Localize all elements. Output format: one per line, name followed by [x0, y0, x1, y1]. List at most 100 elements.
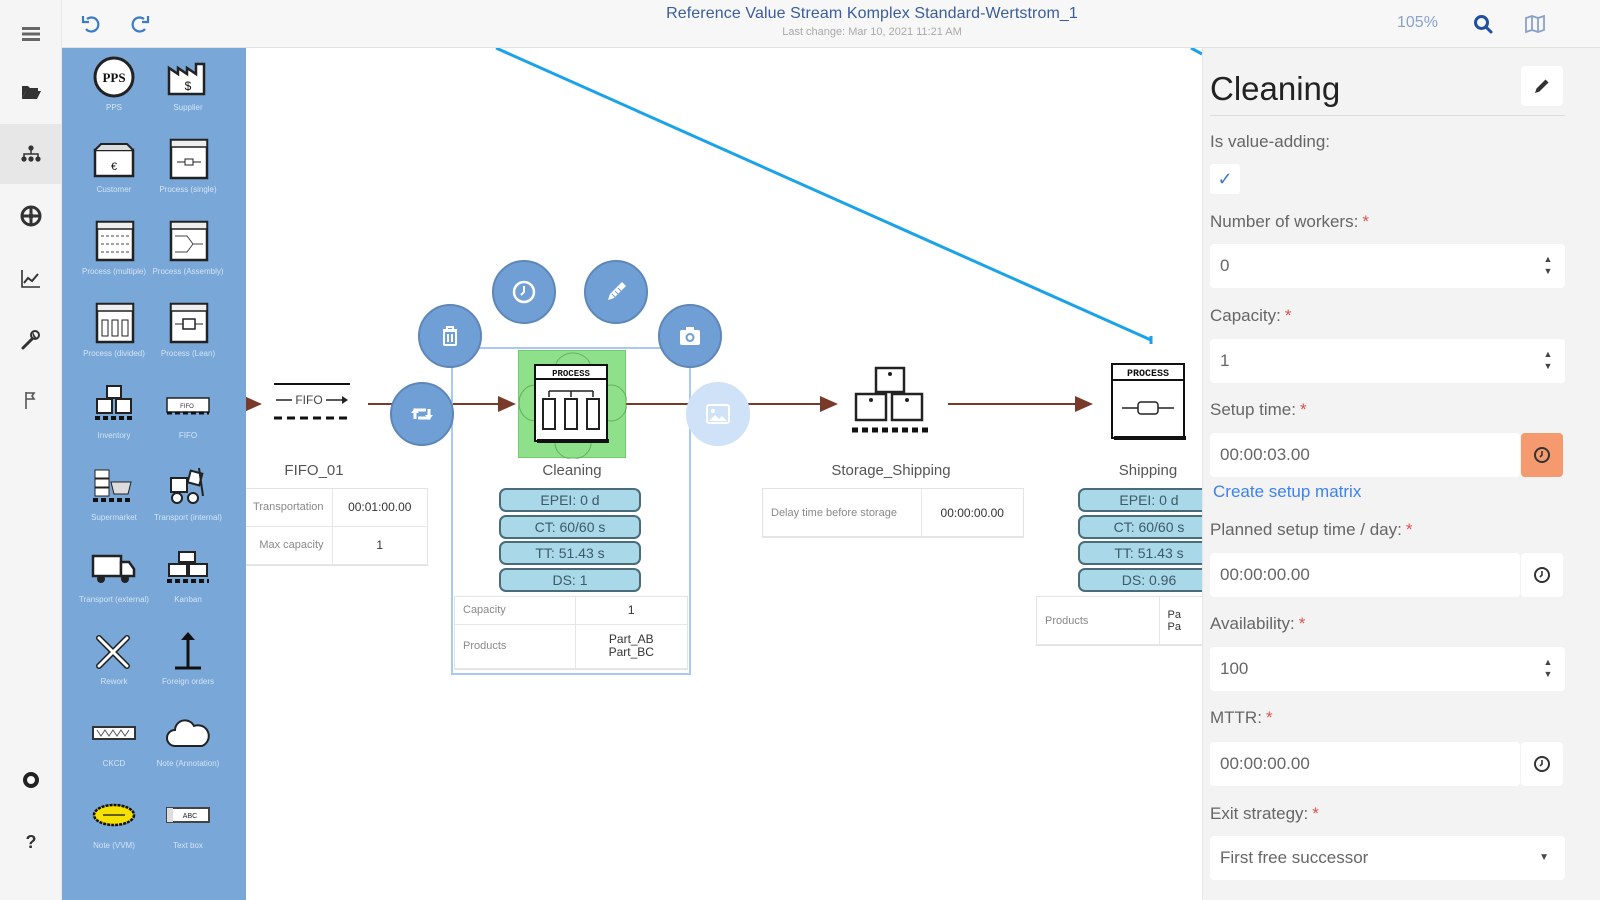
kpi-badge: TT: 51.43 s — [499, 541, 641, 565]
flags-button[interactable] — [0, 370, 62, 430]
required-mark: * — [1312, 804, 1319, 823]
kpi-badge: EPEI: 0 d — [1078, 488, 1202, 512]
screenshot-button[interactable] — [658, 304, 722, 368]
palette-item[interactable]: CKCD — [76, 710, 152, 768]
palette-item-label: Supplier — [173, 103, 203, 112]
question-icon: ? — [25, 831, 37, 852]
mttr-picker-button[interactable] — [1521, 742, 1563, 786]
setup-time-label: Setup time:* — [1210, 400, 1307, 420]
palette-item-label: Customer — [96, 185, 132, 194]
info-flow-line[interactable] — [495, 48, 1152, 342]
analysis-button[interactable] — [0, 248, 62, 308]
simulation-button[interactable] — [0, 186, 62, 246]
chevron-down-icon: ▼ — [1539, 852, 1549, 863]
required-mark: * — [1284, 306, 1292, 325]
trash-icon — [443, 326, 457, 346]
setup-time-picker-button[interactable] — [1521, 433, 1563, 477]
gear-icon — [23, 772, 39, 788]
required-mark: * — [1298, 614, 1306, 633]
planned-setup-input[interactable]: 00:00:00.00 — [1210, 553, 1520, 597]
capacity-spinner[interactable]: ▲▼ — [1543, 349, 1553, 371]
process-divided-icon — [89, 300, 139, 346]
edit-node-button[interactable] — [584, 260, 648, 324]
timer-button[interactable] — [492, 260, 556, 324]
required-mark: * — [1362, 212, 1369, 231]
clock-icon — [1534, 756, 1550, 772]
palette-item[interactable]: Foreign orders — [150, 628, 226, 686]
wrench-icon — [21, 330, 40, 350]
palette-item-label: FIFO — [178, 431, 198, 440]
palette-item-label: Process (single) — [159, 185, 217, 194]
palette-item[interactable]: Process (Assembly) — [150, 218, 226, 276]
info-flow-line-2[interactable] — [1190, 48, 1202, 56]
storage-node[interactable] — [848, 364, 932, 442]
palette-item[interactable]: Supermarket — [76, 464, 152, 522]
shipping-node[interactable]: PROCESS — [1108, 360, 1188, 442]
palette-item[interactable]: Process (single) — [150, 136, 226, 194]
fifo-node[interactable]: FIFO — [270, 378, 352, 422]
palette-item[interactable]: Transport (external) — [76, 546, 152, 604]
exit-strategy-select[interactable]: First free successor ▼ — [1210, 836, 1565, 880]
kpi-badge: CT: 60/60 s — [499, 514, 641, 539]
open-file-button[interactable] — [0, 62, 62, 122]
capacity-value: 1 — [1220, 351, 1230, 370]
redo-button[interactable] — [125, 10, 155, 38]
capacity-input[interactable]: 1 ▲▼ — [1210, 339, 1565, 383]
inventory-icon — [852, 366, 928, 433]
palette-item[interactable]: Inventory — [76, 382, 152, 440]
menu-button[interactable] — [0, 4, 62, 64]
replace-node-button[interactable] — [390, 382, 454, 446]
value-adding-checkbox[interactable]: ✓ — [1210, 164, 1240, 194]
palette-item[interactable]: Process (Lean) — [150, 300, 226, 358]
planned-setup-picker-button[interactable] — [1521, 553, 1563, 597]
workers-label-text: Number of workers: — [1210, 212, 1359, 231]
cloud-icon — [163, 710, 213, 756]
process-lean-icon — [163, 300, 213, 346]
mttr-input[interactable]: 00:00:00.00 — [1210, 742, 1520, 786]
availability-input[interactable]: 100 ▲▼ — [1210, 647, 1565, 691]
palette-item[interactable]: Kanban — [150, 546, 226, 604]
clock-icon — [512, 280, 536, 304]
panel-title: Cleaning — [1210, 70, 1341, 107]
cleaning-node-selected[interactable]: PROCESS — [518, 350, 628, 460]
palette-item[interactable]: $Supplier — [150, 54, 226, 112]
inventory-icon — [89, 382, 139, 428]
edit-title-button[interactable] — [1521, 66, 1563, 106]
setup-time-input[interactable]: 00:00:03.00 — [1210, 433, 1520, 477]
tools-button[interactable] — [0, 310, 62, 370]
palette-item[interactable]: Note (VVM) — [76, 792, 152, 850]
help-button[interactable]: ? — [0, 812, 62, 872]
image-icon — [706, 404, 730, 424]
model-button[interactable] — [0, 124, 62, 184]
setup-time-label-text: Setup time: — [1210, 400, 1296, 419]
image-button[interactable] — [686, 382, 750, 446]
zoom-level[interactable]: 105% — [1397, 14, 1438, 31]
workers-input[interactable]: 0 ▲▼ — [1210, 244, 1565, 288]
create-setup-matrix-link[interactable]: Create setup matrix — [1213, 482, 1362, 501]
svg-text:PROCESS: PROCESS — [1127, 369, 1169, 380]
palette-item[interactable]: Process (divided) — [76, 300, 152, 358]
undo-button[interactable] — [76, 10, 106, 38]
palette-item-label: CKCD — [102, 759, 126, 768]
palette-item-label: Note (Annotation) — [156, 759, 220, 768]
palette-item[interactable]: Rework — [76, 628, 152, 686]
search-button[interactable] — [1468, 10, 1498, 38]
selection-frame — [451, 347, 691, 675]
palette-item[interactable]: Note (Annotation) — [150, 710, 226, 768]
panel-divider — [1210, 115, 1565, 116]
palette-item-label: Process (Lean) — [160, 349, 216, 358]
map-button[interactable] — [1520, 10, 1550, 38]
pencil-icon — [1535, 79, 1549, 93]
delete-node-button[interactable] — [418, 304, 482, 368]
cleaning-row-value: Part_AB Part_BC — [574, 624, 687, 670]
palette-item[interactable]: €Customer — [76, 136, 152, 194]
palette-item[interactable]: Transport (internal) — [150, 464, 226, 522]
workers-spinner[interactable]: ▲▼ — [1543, 254, 1553, 276]
availability-spinner[interactable]: ▲▼ — [1543, 657, 1553, 679]
settings-button[interactable] — [0, 750, 62, 810]
palette-item[interactable]: Process (multiple) — [76, 218, 152, 276]
